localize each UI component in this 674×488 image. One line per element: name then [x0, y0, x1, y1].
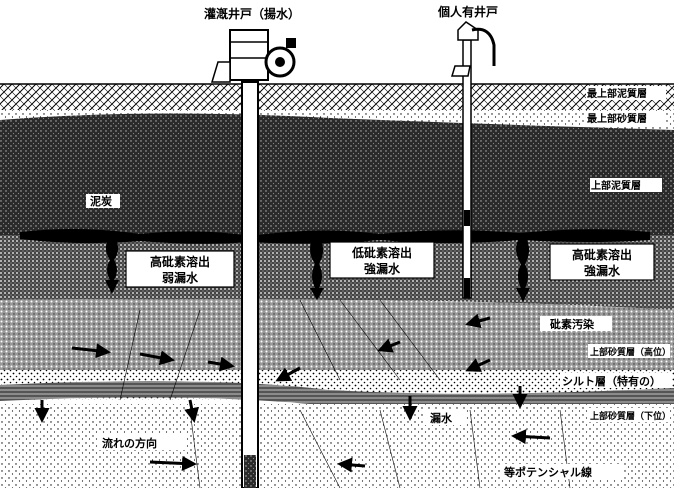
label-private-well: 個人有井戸 — [437, 4, 498, 19]
label-bg-flow — [98, 435, 186, 450]
label-bg-silt — [560, 373, 672, 388]
box-left — [125, 250, 235, 288]
label-topmost-mud: 最上部泥質層 — [587, 87, 647, 100]
layer-topmost-mud — [0, 84, 674, 110]
label-silt: シルト層（特有の） — [562, 374, 661, 388]
label-topmost-sand: 最上部砂質層 — [587, 112, 647, 125]
label-peat: 泥炭 — [90, 194, 112, 208]
leak-column-right — [516, 240, 530, 302]
box-middle — [329, 241, 435, 279]
leak-column-left — [105, 240, 119, 294]
label-bg-upper-sand-high — [588, 344, 670, 358]
label-bg-leakage — [424, 410, 466, 425]
label-flow-direction: 流れの方向 — [102, 436, 157, 450]
box-right — [549, 243, 655, 281]
hand-pump-icon — [450, 21, 496, 77]
box-right-line1: 高砒素溶出 — [572, 247, 632, 262]
label-upper-sand-high: 上部砂質層（高位） — [590, 346, 671, 358]
label-irrigation-well: 灌漑井戸（揚水） — [203, 6, 300, 21]
label-bg-equipotential — [500, 464, 624, 479]
irrigation-well-screen — [244, 455, 256, 488]
box-middle-line1: 低砒素溶出 — [351, 245, 412, 260]
flow-arrows — [34, 313, 551, 473]
leak-column-middle — [310, 240, 324, 300]
box-left-line2: 弱漏水 — [162, 270, 199, 285]
label-bg-topmost-sand — [586, 111, 666, 125]
label-upper-sand-low: 上部砂質層（下位） — [590, 410, 671, 422]
private-well-screen-top — [464, 210, 470, 226]
peat-band — [20, 228, 650, 244]
label-arsenic-pollution: 砒素汚染 — [550, 317, 595, 331]
label-bg-topmost-mud — [586, 86, 666, 100]
label-bg-upper-sand-low — [588, 408, 670, 422]
private-well-casing — [462, 39, 472, 299]
irrigation-pump-icon — [210, 29, 296, 83]
box-right-line2: 強漏水 — [584, 263, 621, 278]
label-upper-mud: 上部泥質層 — [591, 179, 641, 192]
layer-upper-mud — [0, 113, 674, 240]
label-bg-upper-mud — [590, 178, 662, 192]
label-leakage: 漏水 — [430, 411, 453, 425]
box-middle-line2: 強漏水 — [364, 261, 401, 276]
label-bg-peat — [86, 194, 120, 208]
box-left-line1: 高砒素溶出 — [150, 254, 210, 269]
label-bg-arsenic — [540, 316, 612, 331]
label-equipotential: 等ポテンシャル線 — [503, 465, 592, 479]
layer-upper-sand-high — [0, 299, 674, 375]
private-well-screen-bottom — [464, 278, 470, 298]
irrigation-well-casing — [241, 81, 259, 488]
layer-silt — [0, 381, 674, 410]
